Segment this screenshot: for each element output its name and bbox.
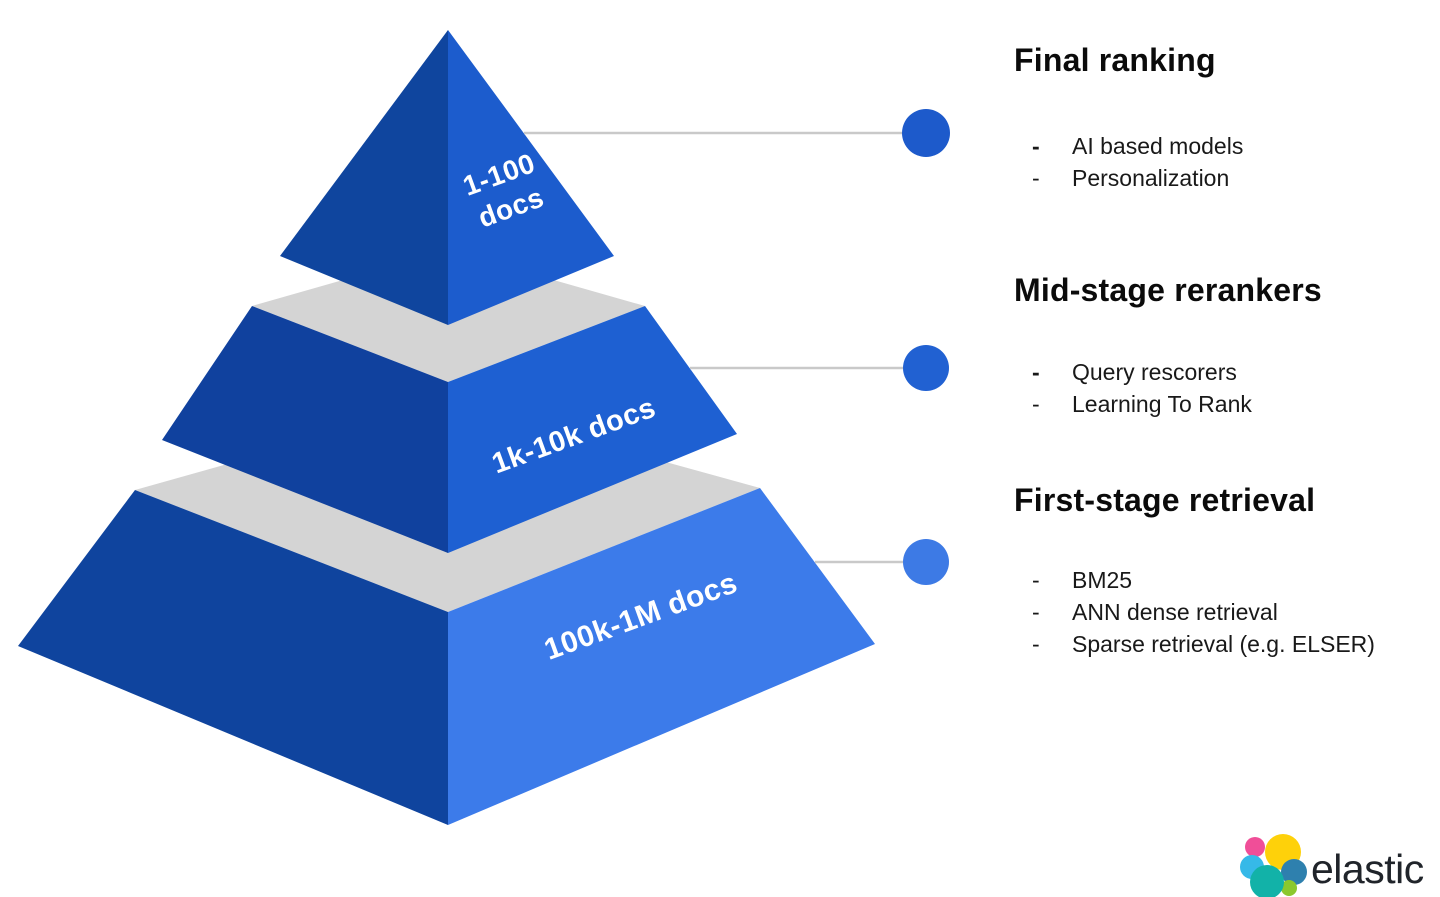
connector-dot-mid	[903, 345, 949, 391]
bottom-tier-left-face	[18, 490, 448, 825]
list-item-text: Sparse retrieval (e.g. ELSER)	[1072, 631, 1375, 657]
section-heading-first-stage-retrieval: First-stage retrieval	[1014, 482, 1316, 518]
list-item: - BM25	[1032, 564, 1432, 596]
list-item: - Query rescorers	[1032, 356, 1432, 388]
bullet-dash: -	[1032, 567, 1040, 593]
mid-stage-rerankers-list: - Query rescorers - Learning To Rank	[1032, 356, 1432, 420]
list-item: - Learning To Rank	[1032, 388, 1432, 420]
list-item: - AI based models	[1032, 130, 1432, 162]
connector-dot-top	[902, 109, 950, 157]
bullet-dash: -	[1032, 631, 1040, 657]
elastic-logo-icon	[1240, 834, 1307, 897]
section-heading-final-ranking: Final ranking	[1014, 42, 1216, 78]
top-tier-left-face	[280, 30, 448, 325]
bullet-dash: -	[1032, 359, 1040, 385]
list-item: - ANN dense retrieval	[1032, 596, 1432, 628]
list-item-text: Personalization	[1072, 165, 1230, 191]
final-ranking-list: - AI based models - Personalization	[1032, 130, 1432, 194]
logo-blob-blue	[1281, 859, 1307, 885]
list-item: - Personalization	[1032, 162, 1432, 194]
section-final-ranking: Final ranking	[1014, 40, 1434, 80]
logo-blob-green	[1281, 880, 1297, 896]
section-first-stage-retrieval: First-stage retrieval	[1014, 480, 1434, 520]
bullet-dash: -	[1032, 599, 1040, 625]
elastic-wordmark: elastic	[1311, 846, 1424, 892]
section-mid-stage-rerankers: Mid-stage rerankers	[1014, 270, 1434, 310]
bottom-tier-right-face	[448, 488, 875, 825]
middle-tier-right-face	[448, 306, 737, 553]
first-stage-retrieval-list: - BM25 - ANN dense retrieval - Sparse re…	[1032, 564, 1432, 660]
list-item: - Sparse retrieval (e.g. ELSER)	[1032, 628, 1432, 660]
logo-blob-pink	[1245, 837, 1265, 857]
list-item-text: Learning To Rank	[1072, 391, 1252, 417]
list-item-text: Query rescorers	[1072, 359, 1237, 385]
list-item-text: ANN dense retrieval	[1072, 599, 1278, 625]
list-item-text: AI based models	[1072, 133, 1244, 159]
list-item-text: BM25	[1072, 567, 1133, 593]
bullet-dash: -	[1032, 133, 1040, 159]
middle-tier-left-face	[162, 306, 448, 553]
bullet-dash: -	[1032, 391, 1040, 417]
section-heading-mid-stage-rerankers: Mid-stage rerankers	[1014, 272, 1322, 308]
bullet-dash: -	[1032, 165, 1040, 191]
connector-dot-bottom	[903, 539, 949, 585]
logo-blob-teal	[1250, 865, 1284, 897]
top-tier-right-face	[448, 30, 614, 325]
